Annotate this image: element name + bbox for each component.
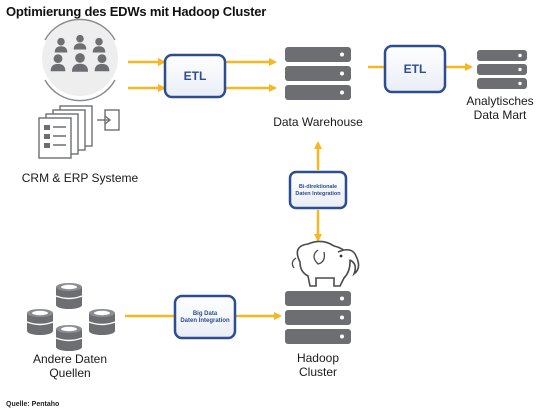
etl-box-1 <box>163 53 227 99</box>
hadoop-cluster-server-icon <box>285 291 351 344</box>
etl-box-2 <box>383 44 447 94</box>
bidirectional-integration-box <box>288 170 348 210</box>
data-warehouse-label: Data Warehouse <box>273 115 363 129</box>
diagram-title: Optimierung des EDWs mit Hadoop Cluster <box>6 4 267 19</box>
bidirectional-label-line2: Daten Integration <box>295 191 341 197</box>
hadoop-label-line2: Cluster <box>298 365 337 379</box>
bidirectional-label-line1: Bi-direktionale <box>299 184 337 190</box>
arrows <box>125 58 473 320</box>
documents-icon <box>38 105 120 159</box>
bigdata-label-line1: Big Data <box>193 311 218 317</box>
other-sources-label-line1: Andere Daten <box>32 352 108 366</box>
source-credit: Quelle: Pentaho <box>6 401 60 408</box>
analytical-mart-label-line2: Data Mart <box>473 108 527 122</box>
etl-box-1-label: ETL <box>184 69 207 83</box>
analytical-mart-label-line1: Analytisches <box>466 94 534 108</box>
other-sources-label-line2: Quellen <box>49 366 91 380</box>
data-mart-server-icon <box>477 50 527 89</box>
database-cluster-icon <box>26 282 116 352</box>
etl-box-2-label: ETL <box>404 62 427 76</box>
data-warehouse-server-icon <box>285 47 351 100</box>
hadoop-label-line1: Hadoop <box>296 351 340 365</box>
hadoop-elephant-icon <box>291 240 360 287</box>
crm-erp-label: CRM & ERP Systeme <box>21 171 139 185</box>
bigdata-label-line2: Daten Integration <box>180 318 230 324</box>
people-group-icon <box>42 18 118 102</box>
bigdata-integration-box <box>173 294 237 340</box>
